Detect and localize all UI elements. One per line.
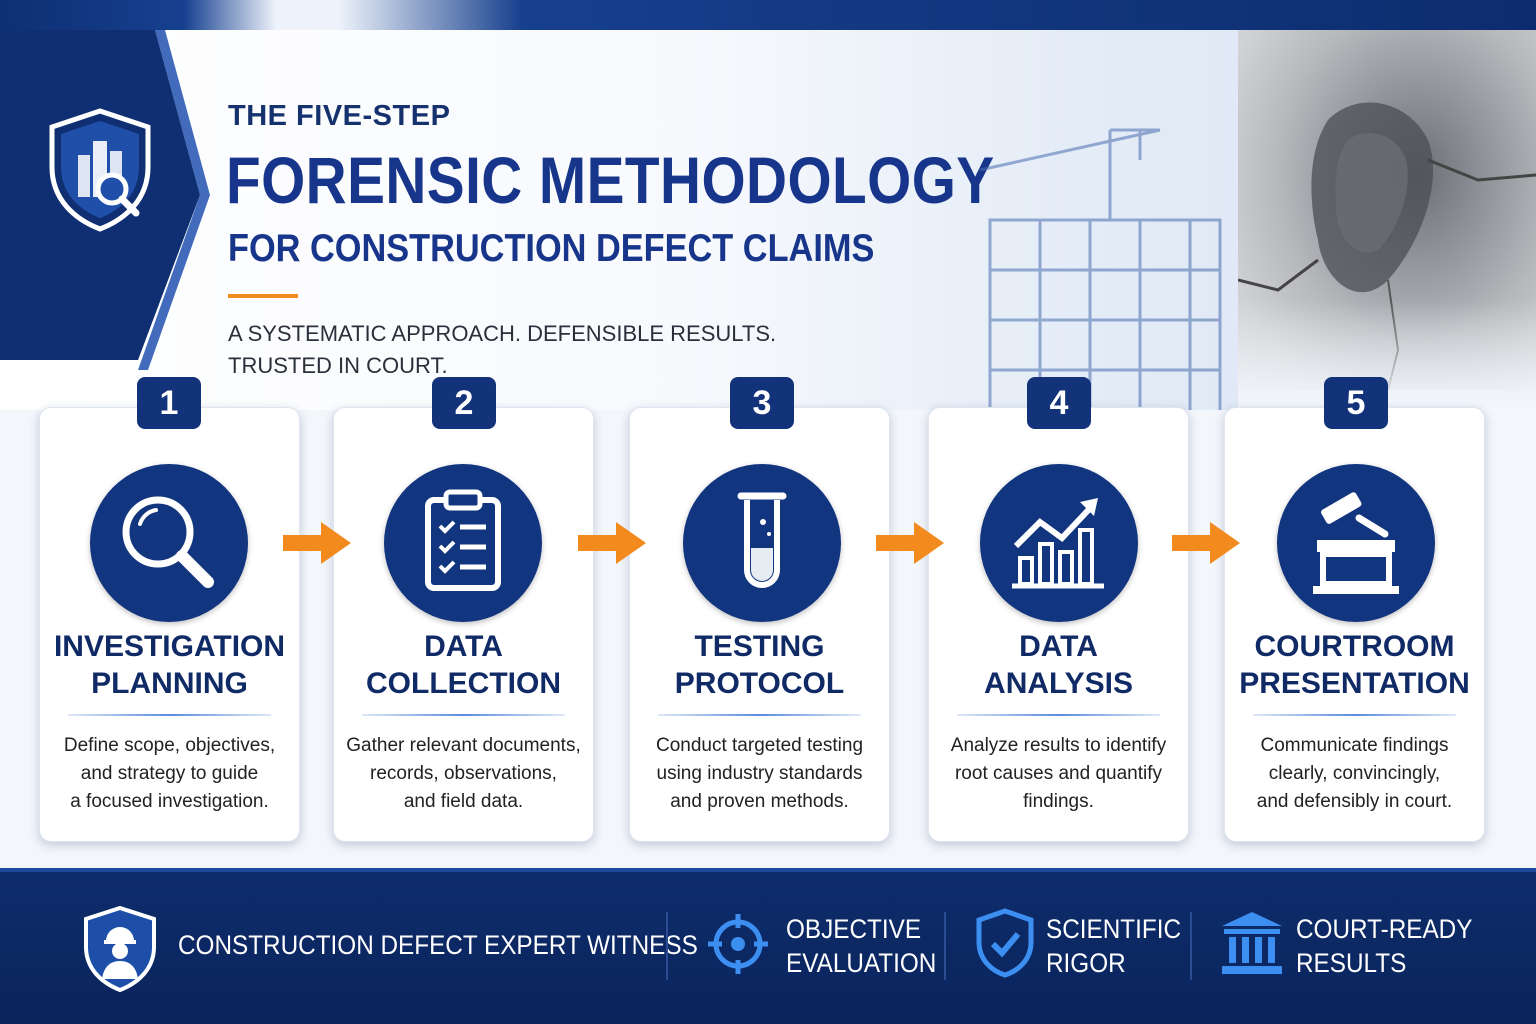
step-desc-line: and proven methods. bbox=[670, 791, 849, 812]
shield-worker-icon bbox=[84, 905, 156, 993]
eyebrow-text: THE FIVE-STEP bbox=[228, 100, 451, 132]
shield-building-magnifier-icon bbox=[49, 108, 151, 232]
step-desc-line: records, observations, bbox=[370, 763, 557, 784]
footer-divider bbox=[666, 912, 668, 980]
target-crosshair-icon bbox=[708, 914, 768, 974]
footer-item-line-1: OBJECTIVE bbox=[786, 914, 922, 944]
step-icon-circle bbox=[1277, 464, 1435, 622]
step-title-line-2: PRESENTATION bbox=[1239, 667, 1470, 700]
step-desc-line: clearly, convincingly, bbox=[1268, 763, 1441, 784]
step-card-5: COURTROOM PRESENTATION Communicate findi… bbox=[1224, 407, 1485, 842]
step-divider bbox=[957, 714, 1160, 716]
step-desc-line: and defensibly in court. bbox=[1256, 791, 1453, 812]
step-desc-line: Define scope, objectives, bbox=[63, 735, 276, 756]
footer-item-line-2: RIGOR bbox=[1046, 948, 1126, 978]
step-number-badge-1: 1 bbox=[137, 377, 201, 429]
step-title-line-1: TESTING bbox=[694, 630, 825, 663]
step-description: Analyze results to identify root causes … bbox=[939, 732, 1178, 816]
step-title: INVESTIGATION PLANNING bbox=[40, 628, 299, 702]
step-desc-line: Analyze results to identify bbox=[950, 735, 1167, 756]
step-card-1: INVESTIGATION PLANNING Define scope, obj… bbox=[39, 407, 300, 842]
step-icon-circle bbox=[90, 464, 248, 622]
step-title-line-1: INVESTIGATION bbox=[53, 630, 286, 663]
tagline-line-1: A SYSTEMATIC APPROACH. DEFENSIBLE RESULT… bbox=[228, 321, 777, 346]
step-title: DATA ANALYSIS bbox=[929, 628, 1188, 702]
footer-item-court-ready: COURT-READY RESULTS bbox=[1296, 912, 1472, 980]
footer-divider bbox=[944, 912, 946, 980]
step-title-line-2: ANALYSIS bbox=[984, 667, 1133, 700]
arrow-right-icon bbox=[1172, 522, 1240, 564]
step-title-line-1: COURTROOM bbox=[1254, 630, 1455, 663]
step-desc-line: findings. bbox=[1023, 791, 1094, 812]
step-desc-line: and strategy to guide bbox=[80, 763, 259, 784]
clipboard-checklist-icon bbox=[425, 489, 501, 591]
step-title-line-1: DATA bbox=[424, 630, 503, 663]
accent-rule bbox=[228, 294, 298, 298]
footer-divider bbox=[1190, 912, 1192, 980]
step-title-line-2: PLANNING bbox=[91, 667, 248, 700]
arrow-right-icon bbox=[283, 522, 351, 564]
footer-item-line-1: SCIENTIFIC bbox=[1046, 914, 1182, 944]
top-banner bbox=[0, 0, 1536, 30]
step-card-2: DATA COLLECTION Gather relevant document… bbox=[333, 407, 594, 842]
step-desc-line: Communicate findings bbox=[1260, 735, 1449, 756]
step-title: TESTING PROTOCOL bbox=[630, 628, 889, 702]
step-number-badge-5: 5 bbox=[1324, 377, 1388, 429]
step-desc-line: Conduct targeted testing bbox=[655, 735, 864, 756]
step-card-4: DATA ANALYSIS Analyze results to identif… bbox=[928, 407, 1189, 842]
step-description: Communicate findings clearly, convincing… bbox=[1235, 732, 1474, 816]
step-desc-line: and field data. bbox=[403, 791, 524, 812]
tagline: A SYSTEMATIC APPROACH. DEFENSIBLE RESULT… bbox=[228, 318, 788, 382]
gavel-podium-icon bbox=[1313, 492, 1399, 594]
page-subtitle: FOR CONSTRUCTION DEFECT CLAIMS bbox=[228, 227, 875, 270]
step-icon-circle bbox=[683, 464, 841, 622]
step-divider bbox=[1253, 714, 1456, 716]
bar-chart-trend-icon bbox=[1012, 498, 1104, 589]
step-description: Define scope, objectives, and strategy t… bbox=[50, 732, 289, 816]
footer-item-line-2: EVALUATION bbox=[786, 948, 937, 978]
step-desc-line: using industry standards bbox=[656, 763, 863, 784]
step-icon-circle bbox=[980, 464, 1138, 622]
step-description: Conduct targeted testing using industry … bbox=[640, 732, 879, 816]
footer-item-line-1: COURT-READY bbox=[1296, 914, 1473, 944]
step-desc-line: Gather relevant documents, bbox=[346, 735, 581, 756]
shield-check-icon bbox=[976, 908, 1034, 978]
footer-brand: CONSTRUCTION DEFECT EXPERT WITNESS bbox=[178, 930, 698, 960]
arrow-right-icon bbox=[876, 522, 944, 564]
footer-top-rule bbox=[0, 868, 1536, 872]
step-divider bbox=[68, 714, 271, 716]
step-title: DATA COLLECTION bbox=[334, 628, 593, 702]
step-desc-line: root causes and quantify bbox=[954, 763, 1163, 784]
step-title-line-1: DATA bbox=[1019, 630, 1098, 663]
step-divider bbox=[658, 714, 861, 716]
magnifying-glass-icon bbox=[122, 496, 214, 588]
step-number-badge-3: 3 bbox=[730, 377, 794, 429]
building-under-construction-image bbox=[979, 128, 1222, 410]
step-desc-line: a focused investigation. bbox=[70, 791, 269, 812]
step-title: COURTROOM PRESENTATION bbox=[1225, 628, 1484, 702]
step-card-3: TESTING PROTOCOL Conduct targeted testin… bbox=[629, 407, 890, 842]
arrow-right-icon bbox=[578, 522, 646, 564]
step-title-line-2: PROTOCOL bbox=[674, 667, 845, 700]
courthouse-icon bbox=[1222, 912, 1282, 974]
footer-item-objective: OBJECTIVE EVALUATION bbox=[786, 912, 936, 980]
step-number-badge-4: 4 bbox=[1027, 377, 1091, 429]
tagline-line-2: TRUSTED IN COURT. bbox=[228, 353, 448, 378]
footer-item-scientific: SCIENTIFIC RIGOR bbox=[1046, 912, 1181, 980]
step-icon-circle bbox=[384, 464, 542, 622]
step-title-line-2: COLLECTION bbox=[366, 667, 561, 700]
step-description: Gather relevant documents, records, obse… bbox=[344, 732, 583, 816]
step-number-badge-2: 2 bbox=[432, 377, 496, 429]
page-title: FORENSIC METHODOLOGY bbox=[226, 143, 995, 217]
step-divider bbox=[362, 714, 565, 716]
footer-item-line-2: RESULTS bbox=[1296, 948, 1407, 978]
test-tube-icon bbox=[737, 492, 787, 588]
